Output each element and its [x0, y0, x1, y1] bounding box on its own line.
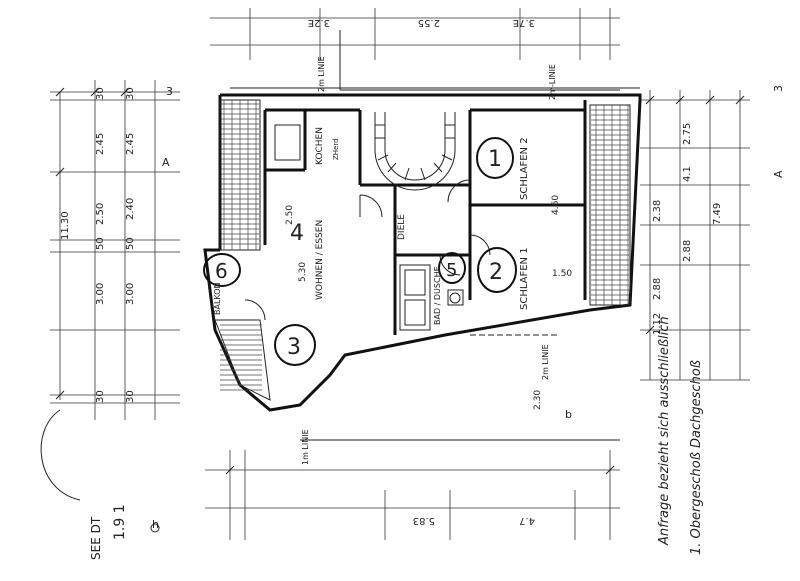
- svg-text:5.30: 5.30: [298, 262, 308, 282]
- svg-text:50: 50: [95, 237, 106, 250]
- svg-text:4.1: 4.1: [682, 166, 693, 182]
- svg-text:2.45: 2.45: [95, 133, 106, 155]
- room-2-label: SCHLAFEN 1: [519, 247, 530, 310]
- svg-text:30: 30: [125, 87, 136, 100]
- bottom-dimension-labels: 5.83 4.7: [413, 515, 535, 526]
- note-bottom-left-1: SEE DT: [89, 516, 103, 560]
- svg-text:3.00: 3.00: [125, 283, 136, 305]
- svg-text:A: A: [162, 156, 170, 169]
- svg-text:3.2E: 3.2E: [308, 17, 330, 28]
- zm-line-mid-label: 2m LINIE: [541, 344, 550, 380]
- svg-text:2.45: 2.45: [125, 133, 136, 155]
- svg-text:2.38: 2.38: [652, 200, 663, 222]
- zm-line-bottom-label: 1m LINIE: [301, 429, 310, 465]
- svg-text:2.30: 2.30: [533, 390, 543, 410]
- kochen-sub-label: ZHerd: [332, 138, 340, 160]
- svg-text:2.50: 2.50: [95, 203, 106, 225]
- kochen-label: KOCHEN: [315, 127, 325, 165]
- room-1: 1: [476, 137, 514, 179]
- inner-dimension-labels: 2.50 5.30 4.60 1.50 2.30: [285, 195, 572, 410]
- top-dimension-labels: 3.2E 2.55 3.7E: [308, 17, 535, 28]
- room-1-number: 1: [488, 147, 502, 172]
- svg-text:2.40: 2.40: [125, 198, 136, 220]
- svg-text:2.50: 2.50: [285, 205, 295, 225]
- svg-text:50: 50: [125, 237, 136, 250]
- svg-text:2.88: 2.88: [682, 240, 693, 262]
- building-walls: [203, 30, 642, 441]
- svg-text:30: 30: [95, 390, 106, 403]
- room-1-label: SCHLAFEN 2: [519, 137, 530, 200]
- svg-text:3.00: 3.00: [95, 283, 106, 305]
- room-6: 6: [203, 253, 241, 287]
- svg-text:11.30: 11.30: [60, 211, 71, 240]
- room-5: 5: [438, 252, 466, 284]
- svg-text:30: 30: [95, 87, 106, 100]
- room-2-number: 2: [489, 260, 503, 285]
- svg-text:4.60: 4.60: [551, 195, 561, 215]
- svg-text:3: 3: [772, 85, 785, 92]
- svg-text:b: b: [565, 408, 572, 421]
- note-right-1: Anfrage bezieht sich ausschließlich: [657, 316, 672, 546]
- svg-text:2.75: 2.75: [682, 123, 693, 145]
- room-3-number: 3: [287, 335, 301, 360]
- room-6-label: BALKON: [213, 282, 222, 315]
- svg-text:3: 3: [166, 85, 173, 98]
- svg-text:30: 30: [125, 390, 136, 403]
- room-5-label: BAD / DUSCHE: [433, 266, 442, 325]
- svg-text:5.83: 5.83: [413, 515, 435, 526]
- svg-text:7.49: 7.49: [712, 203, 723, 225]
- room-4: 4: [290, 221, 304, 246]
- room-4-label: WOHNEN / ESSEN: [315, 220, 325, 300]
- svg-text:1.12: 1.12: [652, 313, 663, 335]
- svg-text:A: A: [772, 170, 785, 178]
- right-dimension-labels: 2.75 4.1 2.38 2.88 7.49 2.88 1.12: [652, 123, 723, 335]
- left-dimension-labels: 30 30 2.45 2.45 2.50 2.40 50 50 3.00 3.0…: [60, 87, 136, 403]
- svg-text:2.88: 2.88: [652, 278, 663, 300]
- svg-text:4.7: 4.7: [519, 515, 535, 526]
- room-4-number: 4: [290, 221, 304, 246]
- room-3: 3: [274, 324, 316, 366]
- room-2: 2: [477, 247, 517, 293]
- svg-text:3.7E: 3.7E: [513, 17, 535, 28]
- zm-line-top-label: 2m LINIE: [317, 56, 326, 92]
- hatch-lines: [220, 100, 629, 391]
- svg-text:2.55: 2.55: [418, 17, 440, 28]
- dimension-lines: [50, 8, 750, 540]
- room-6-number: 6: [215, 259, 228, 283]
- svg-text:1.50: 1.50: [552, 269, 572, 279]
- note-right-2: 1. Obergeschoß Dachgeschoß: [689, 360, 704, 555]
- room-5-number: 5: [446, 260, 457, 281]
- note-bottom-left-2: 1.9 1: [112, 504, 128, 540]
- zm-line-right-label: 2m-LINIE: [548, 64, 557, 100]
- diele-label: DIELE: [397, 214, 407, 240]
